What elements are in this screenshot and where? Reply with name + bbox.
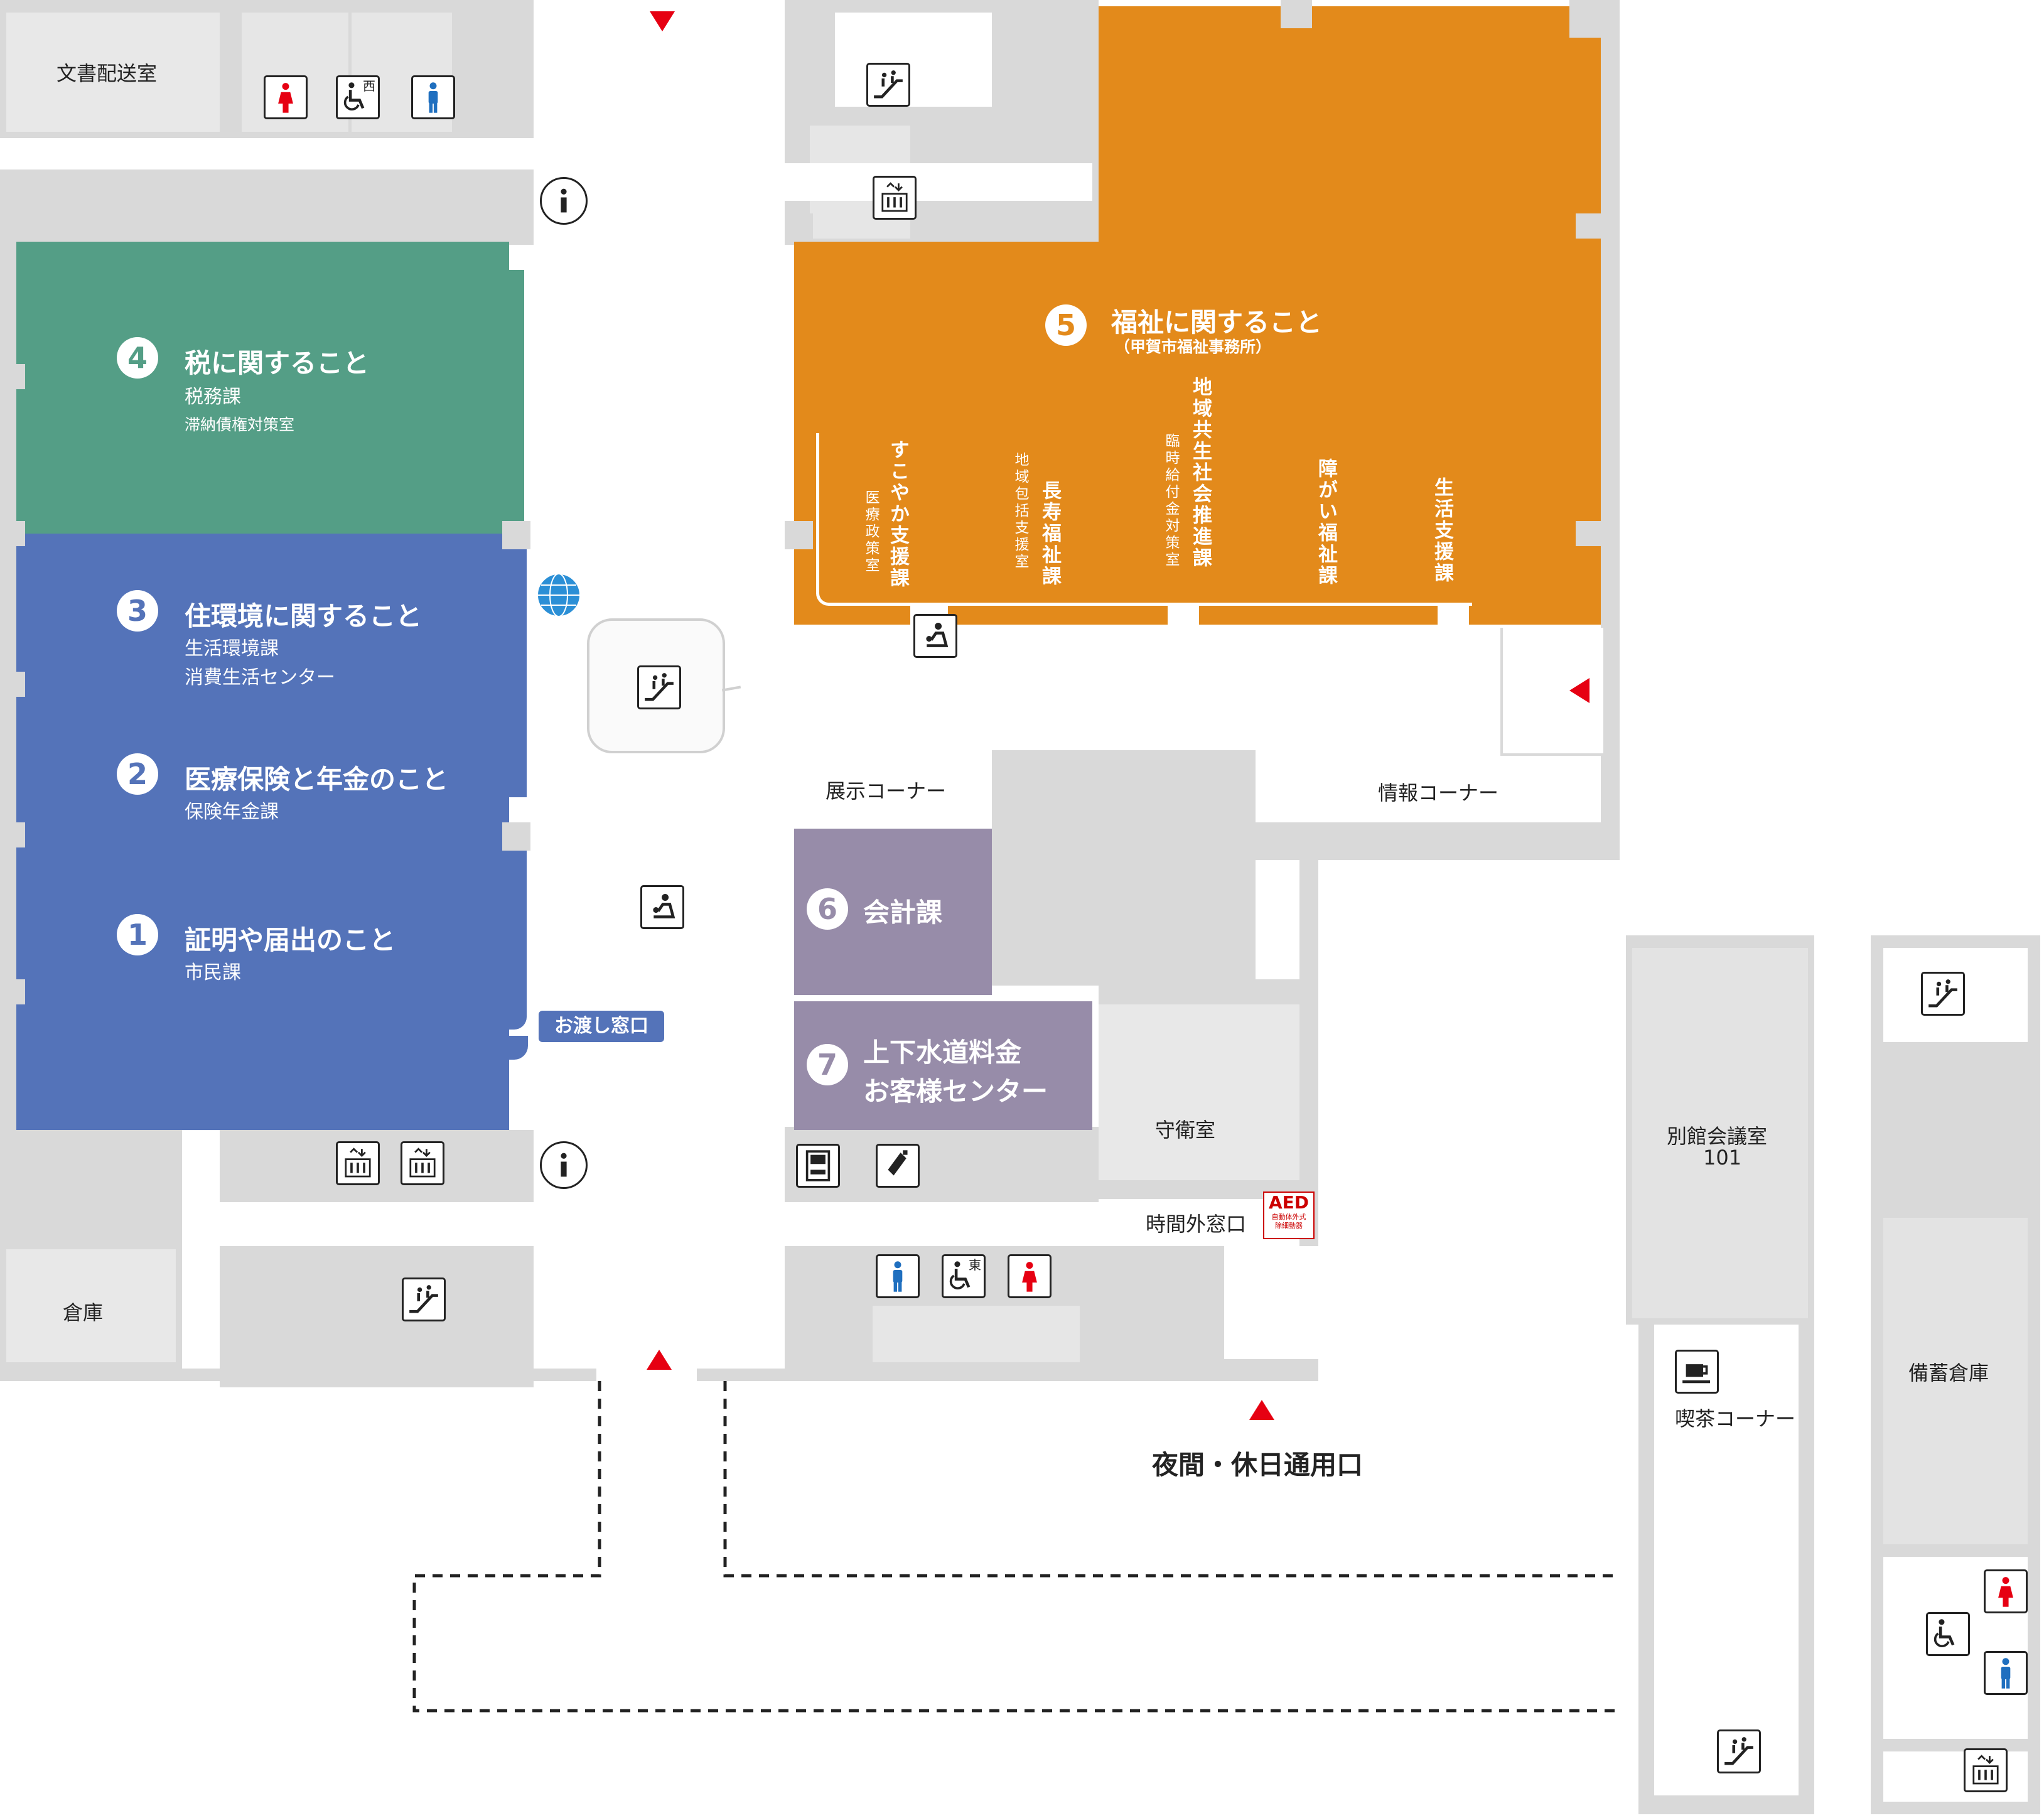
zone-department: 消費生活センター (185, 667, 335, 689)
room-exhibition-corner: 展示コーナー (826, 779, 947, 803)
zone-department: 生活環境課 (185, 638, 279, 660)
room-document-delivery: 文書配送室 (56, 62, 158, 85)
zone-water-service[interactable]: 7 上下水道料金 お客様センター (794, 1001, 1092, 1130)
female-toilet-icon (1984, 1569, 2028, 1613)
room-guard: 守衛室 (1155, 1118, 1216, 1142)
night-holiday-entrance-label: 夜間・休日通用口 (1152, 1450, 1364, 1480)
entrance-arrow-night (1249, 1400, 1274, 1420)
room-annex-meeting-number: 101 (1703, 1146, 1742, 1170)
accessible-toilet-icon: 東 (942, 1254, 986, 1298)
elevator-icon (401, 1141, 444, 1185)
entrance-arrow-north (650, 11, 675, 31)
elevator-icon (336, 1141, 380, 1185)
accessible-toilet-icon: 西 (336, 75, 380, 119)
zone-number-badge: 4 (117, 337, 158, 379)
room-annex-meeting: 別館会議室 (1667, 1124, 1768, 1148)
aed-sublabel: 除細動器 (1275, 1222, 1303, 1230)
male-toilet-icon (876, 1254, 920, 1298)
drink-vending-icon (876, 1144, 920, 1188)
aed-sublabel: 自動体外式 (1271, 1213, 1306, 1221)
information-icon[interactable] (540, 177, 588, 225)
elevator-icon (873, 176, 917, 220)
welfare-section-label: 長寿福祉課 (1038, 480, 1061, 587)
accessible-toilet-icon (1926, 1612, 1970, 1656)
welfare-section-sublabel: 医療政策室 (863, 490, 879, 574)
room-cafe-corner: 喫茶コーナー (1675, 1407, 1796, 1431)
zone-title: 上下水道料金 (863, 1037, 1022, 1068)
zone-department: 税務課 (185, 386, 241, 408)
entrance-arrow-east (1569, 678, 1589, 703)
zone-department: 市民課 (185, 962, 241, 984)
zone-title: 会計課 (863, 897, 943, 928)
elevator-icon (1964, 1748, 2008, 1792)
cafe-cup-icon (1675, 1350, 1719, 1394)
information-icon[interactable] (540, 1141, 588, 1189)
welfare-section-label: すこやか支援課 (886, 439, 909, 589)
baby-care-icon (640, 885, 684, 929)
room-information-corner: 情報コーナー (1378, 781, 1499, 805)
zone-title: 証明や届出のこと (185, 925, 396, 955)
vending-machine-icon (796, 1144, 840, 1188)
escalator-icon (637, 665, 681, 709)
zone-title: 医療保険と年金のこと (185, 764, 449, 795)
zone-accounting[interactable]: 6 会計課 (794, 829, 992, 995)
room-after-hours-window: 時間外窓口 (1146, 1212, 1247, 1236)
pickup-window-label: お渡し窓口 (539, 1011, 664, 1042)
welfare-section-label: 地域共生社会推進課 (1189, 377, 1212, 569)
zone-title: 住環境に関すること (185, 601, 422, 632)
zone-department: 保険年金課 (185, 801, 279, 823)
entrance-arrow-south (647, 1350, 672, 1370)
zone-title: 福祉に関すること (1111, 307, 1323, 338)
aed-sign: AED 自動体外式 除細動器 (1263, 1191, 1315, 1239)
aed-label: AED (1268, 1192, 1310, 1213)
welfare-section-label: 障がい福祉課 (1315, 458, 1337, 586)
toilet-east-tag: 東 (969, 1257, 981, 1272)
male-toilet-icon (411, 75, 455, 119)
zone-department: 滞納債権対策室 (185, 416, 295, 434)
female-toilet-icon (264, 75, 308, 119)
zone-number-badge: 6 (807, 888, 848, 930)
room-storage: 倉庫 (63, 1301, 104, 1325)
zone-tax[interactable]: 4 税に関すること 税務課 滞納債権対策室 (16, 242, 509, 534)
escalator-icon (402, 1277, 446, 1321)
zone-living-health-certificates[interactable]: 3 住環境に関すること 生活環境課 消費生活センター 2 医療保険と年金のこと … (16, 534, 509, 1130)
zone-number-badge: 2 (117, 753, 158, 795)
zone-number-badge: 1 (117, 914, 158, 955)
female-toilet-icon (1008, 1254, 1052, 1298)
toilet-west-tag: 西 (363, 78, 375, 94)
welfare-section-sublabel: 臨時給付金対策室 (1163, 433, 1179, 569)
globe-icon (535, 571, 583, 619)
welfare-section-label: 生活支援課 (1431, 477, 1453, 584)
zone-number-badge: 7 (807, 1044, 848, 1085)
zone-subtitle: （甲賀市福祉事務所） (1114, 338, 1272, 356)
zone-number-badge: 3 (117, 590, 158, 632)
escalator-icon (1717, 1729, 1761, 1773)
room-stockpile-warehouse: 備蓄倉庫 (1908, 1361, 1989, 1385)
male-toilet-icon (1984, 1651, 2028, 1695)
baby-care-icon (913, 614, 957, 658)
zone-title: お客様センター (863, 1076, 1048, 1107)
escalator-icon (866, 63, 910, 107)
escalator-icon (1921, 972, 1965, 1016)
zone-number-badge: 5 (1045, 304, 1087, 346)
welfare-section-sublabel: 地域包括支援室 (1012, 452, 1028, 571)
zone-title: 税に関すること (185, 348, 370, 379)
